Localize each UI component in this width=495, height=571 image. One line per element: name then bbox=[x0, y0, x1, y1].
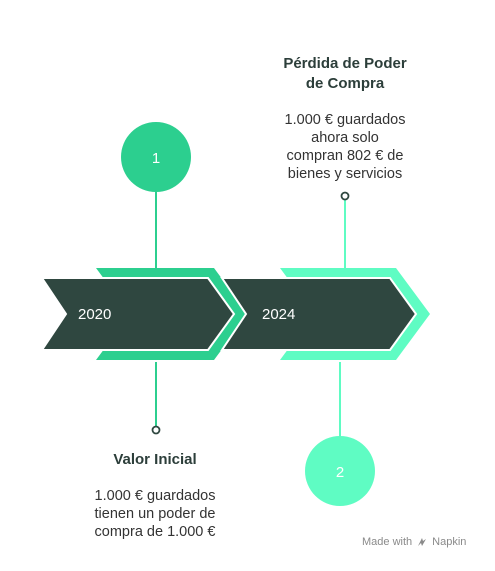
step-circle-2 bbox=[305, 436, 375, 506]
connector-dot-1 bbox=[151, 425, 161, 435]
year-label-2024: 2024 bbox=[262, 306, 295, 323]
event-description-1: 1.000 € guardados tienen un poder de com… bbox=[94, 488, 216, 540]
brand-label: Napkin bbox=[432, 536, 467, 548]
event-description-2: 1.000 € guardados ahora solo compran 802… bbox=[284, 112, 406, 182]
connector-dot-2 bbox=[340, 191, 350, 201]
napkin-logo-icon bbox=[418, 538, 427, 546]
step-number-1: 1 bbox=[152, 150, 160, 167]
event-title-2: Pérdida de Poder de Compra bbox=[283, 55, 407, 92]
year-arrow-2020 bbox=[40, 277, 236, 351]
step-number-2: 2 bbox=[336, 464, 344, 481]
made-with-napkin-footer[interactable]: Made with Napkin bbox=[362, 536, 466, 548]
year-arrow-2024 bbox=[220, 277, 418, 351]
year-label-2020: 2020 bbox=[78, 306, 111, 323]
step-circle-1 bbox=[121, 122, 191, 192]
made-with-label: Made with bbox=[362, 536, 413, 548]
event-title-1: Valor Inicial bbox=[113, 451, 197, 468]
